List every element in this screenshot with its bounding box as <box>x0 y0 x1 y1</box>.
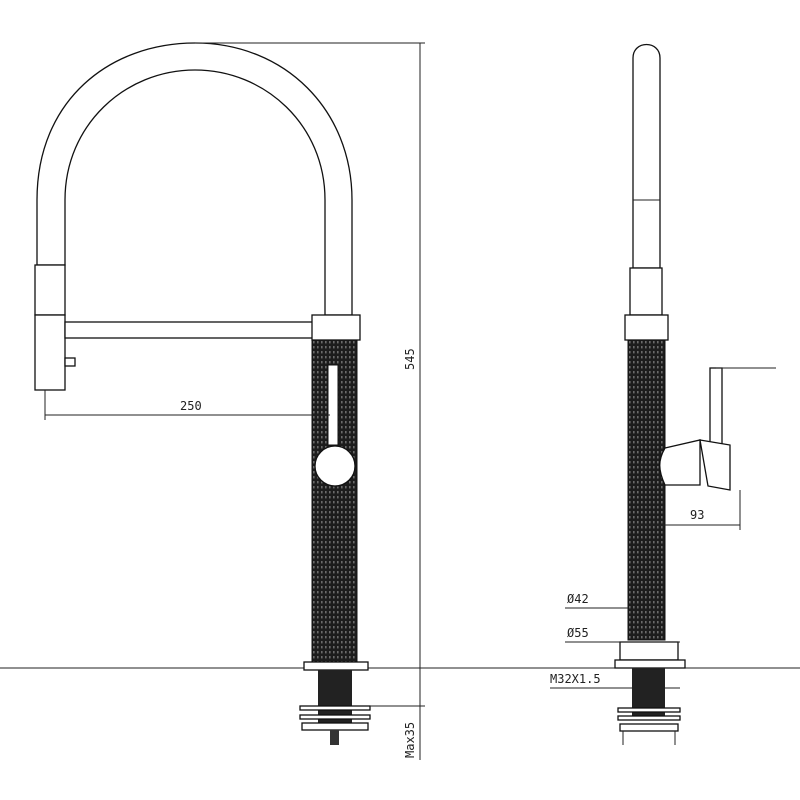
cap <box>311 314 361 341</box>
mounting-nut <box>619 723 679 732</box>
spray-head <box>34 314 66 391</box>
handle-knob[interactable] <box>314 445 356 487</box>
washer <box>299 714 371 720</box>
spray-arm <box>64 321 314 339</box>
lever[interactable] <box>709 367 723 447</box>
spout-collar <box>629 267 663 316</box>
dimension-250: 250 <box>180 399 202 413</box>
dimension-d42: Ø42 <box>567 592 589 606</box>
lever-slot <box>327 364 339 446</box>
dimension-545: 545 <box>403 348 417 370</box>
dimension-max35: Max35 <box>403 722 417 758</box>
handle-body[interactable] <box>659 439 701 486</box>
dimension-thread: M32X1.5 <box>550 672 601 686</box>
washer <box>617 707 681 713</box>
cap <box>624 314 669 341</box>
side-view: 93 Ø42 Ø55 M32X1.5 <box>550 43 776 745</box>
washer <box>299 705 371 711</box>
base-plate <box>303 661 369 671</box>
pull-out-hose-end <box>64 357 76 367</box>
washer <box>617 715 681 721</box>
spout-arch <box>36 42 353 316</box>
dimension-93: 93 <box>690 508 704 522</box>
dimension-d55: Ø55 <box>567 626 589 640</box>
spray-head-collar <box>34 264 66 316</box>
base-plate <box>614 659 686 669</box>
handle-grip[interactable] <box>699 439 731 491</box>
front-view: 250 545 Max35 <box>34 42 425 760</box>
mounting-nut <box>301 722 369 731</box>
stud <box>330 730 339 745</box>
spout-tube <box>632 43 661 269</box>
knurled-body <box>627 339 666 641</box>
base-ring <box>619 641 679 661</box>
